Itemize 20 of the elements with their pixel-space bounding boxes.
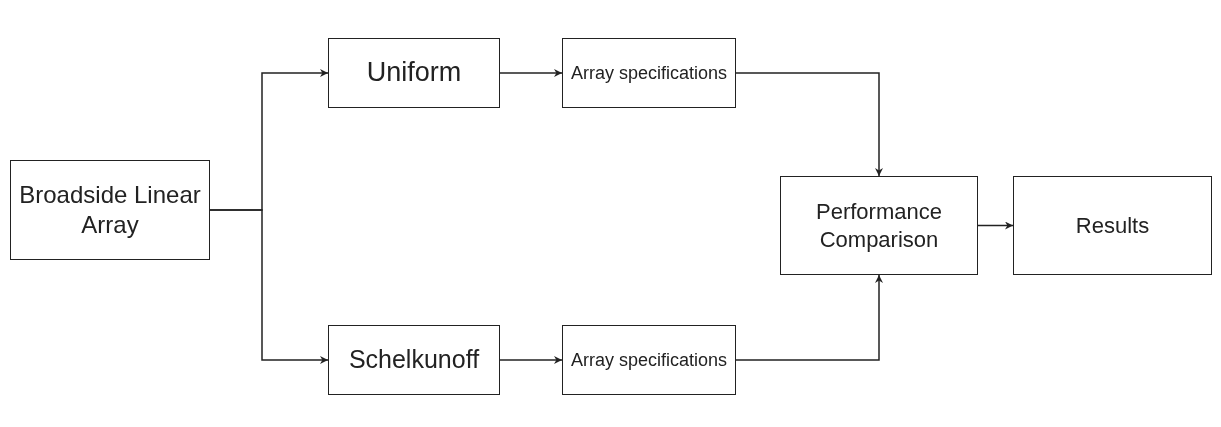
box-label: Uniform <box>366 56 462 90</box>
box-label: Broadside Linear Array <box>18 180 202 240</box>
arrow <box>499 356 563 364</box>
arrow <box>977 221 1014 230</box>
arrow <box>209 209 329 364</box>
arrow <box>735 274 883 361</box>
process-box <box>328 38 500 108</box>
arrow <box>499 69 563 77</box>
process-box <box>562 325 736 395</box>
process-box <box>10 160 210 260</box>
process-box <box>780 176 978 275</box>
arrow <box>735 72 883 177</box>
box-label: Results <box>1075 211 1150 240</box>
process-box <box>562 38 736 108</box>
process-box <box>1013 176 1212 275</box>
process-box <box>328 325 500 395</box>
box-label: Array specifications <box>570 348 728 372</box>
box-label: Schelkunoff <box>348 344 480 376</box>
box-label: Array specifications <box>570 61 728 85</box>
box-label: Performance Comparison <box>815 198 943 253</box>
